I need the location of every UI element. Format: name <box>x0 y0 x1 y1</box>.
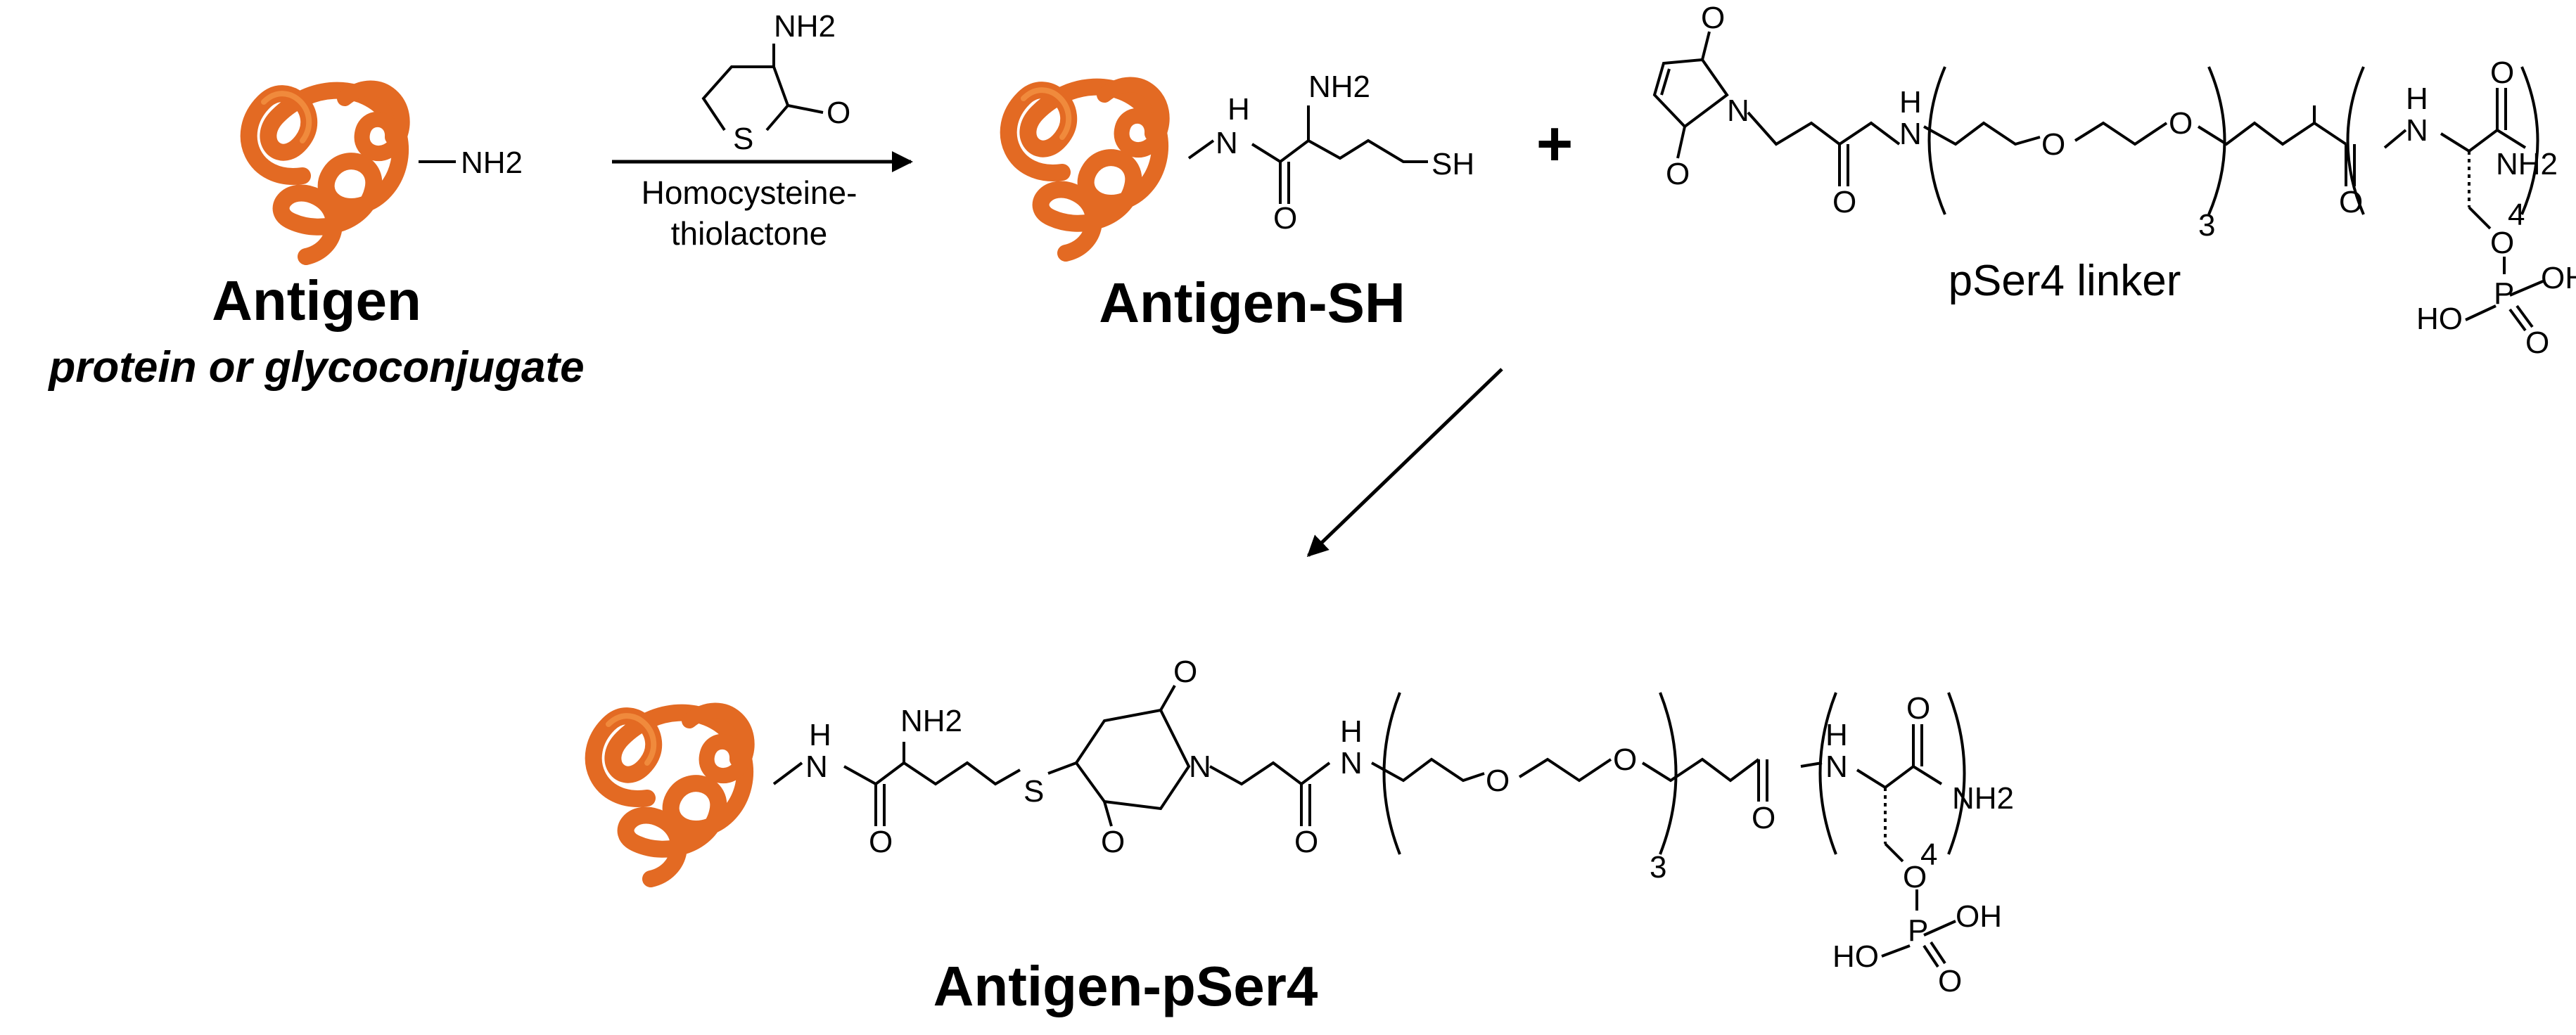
product-title: Antigen-pSer4 <box>933 955 1318 1017</box>
product-peg-repeat: 3 <box>1650 850 1666 885</box>
product-ester-o: O <box>1903 860 1927 894</box>
antigen-sh-structure <box>1187 105 1428 204</box>
reagent-sulfur-label: S <box>733 122 753 156</box>
product-phosphorus: P <box>1908 913 1928 948</box>
linker-amide-n: N <box>1899 117 1922 151</box>
antigen-pser4-structure <box>772 685 1966 968</box>
linker-maleimide-n: N <box>1727 94 1749 128</box>
linker-maleimide-o-top: O <box>1701 1 1725 35</box>
product-peg-o1: O <box>1486 764 1510 798</box>
reagent-oxygen-label: O <box>827 96 850 130</box>
antigen-sh-thiol: SH <box>1432 147 1474 181</box>
reaction-arrow-2 <box>1306 368 1503 558</box>
product-amide-n: N <box>805 750 828 784</box>
linker-amide-o: O <box>1832 185 1856 219</box>
linker-peg-o2: O <box>2169 106 2193 141</box>
linker-ester-o: O <box>2490 226 2514 260</box>
product-ser-repeat: 4 <box>1920 837 1937 872</box>
plus-sign: + <box>1536 109 1574 179</box>
linker-carbonyl-o: O <box>2339 185 2363 219</box>
product-sulfur: S <box>1024 774 1044 809</box>
antigen-sh-amine: NH2 <box>1308 70 1370 104</box>
antigen-sh-amide-h: H <box>1228 92 1250 127</box>
product-succinimide-n: N <box>1189 750 1211 784</box>
product-succinimide-o-top: O <box>1173 655 1197 689</box>
linker-ho: HO <box>2416 302 2463 336</box>
linker-oh: OH <box>2541 261 2576 295</box>
homocysteine-thiolactone-structure <box>701 44 824 131</box>
pser4-linker-structure <box>1652 31 2544 332</box>
antigen-nh2-label: NH2 <box>461 146 523 180</box>
product-amide-h: H <box>809 718 831 752</box>
linker-phosphate-o: O <box>2525 326 2549 360</box>
product-terminal-nh2: NH2 <box>1952 781 2014 816</box>
antigen-sh-title: Antigen-SH <box>1099 271 1405 334</box>
reagent-name-line1: Homocysteine- <box>642 174 857 211</box>
product-ho: HO <box>1832 939 1879 974</box>
product-phosphate-o: O <box>1938 964 1962 998</box>
product-amide-o1: O <box>869 825 893 859</box>
product-carbonyl-o: O <box>1752 801 1775 835</box>
linker-peg-o1: O <box>2041 127 2065 162</box>
antigen-pser4-protein-icon <box>594 710 747 879</box>
product-amine: NH2 <box>900 704 962 738</box>
product-peg-o2: O <box>1613 742 1637 777</box>
antigen-subtitle: protein or glycoconjugate <box>47 343 584 392</box>
antigen-sh-oxygen: O <box>1273 201 1297 236</box>
antigen-protein-icon <box>249 88 402 257</box>
linker-title: pSer4 linker <box>1949 257 2181 305</box>
product-ser-carbonyl-o: O <box>1906 691 1930 726</box>
product-oh: OH <box>1956 899 2002 934</box>
linker-ser-h: H <box>2406 82 2428 116</box>
linker-amide-h: H <box>1899 85 1922 120</box>
reagent-amine-label: NH2 <box>774 9 836 44</box>
linker-ser-n: N <box>2406 113 2428 148</box>
linker-maleimide-o-bottom: O <box>1666 157 1690 191</box>
linker-peg-repeat: 3 <box>2198 208 2215 243</box>
product-succinimide-o-bottom: O <box>1101 825 1125 859</box>
linker-ser-repeat: 4 <box>2508 198 2525 232</box>
product-ser-h: H <box>1825 718 1848 752</box>
reagent-name-line2: thiolactone <box>671 215 828 252</box>
antigen-title: Antigen <box>212 269 421 332</box>
linker-ser-carbonyl-o: O <box>2490 56 2514 90</box>
product-amide2-h: H <box>1340 714 1363 749</box>
linker-terminal-nh2: NH2 <box>2496 147 2558 181</box>
product-ser-n: N <box>1825 750 1848 784</box>
antigen-sh-protein-icon <box>1009 84 1162 253</box>
product-amide2-n: N <box>1340 746 1363 780</box>
linker-phosphorus: P <box>2494 276 2514 311</box>
antigen-nh2-group: NH2 <box>419 146 523 180</box>
antigen-sh-amide-n: N <box>1216 126 1238 160</box>
product-amide-o2: O <box>1294 825 1318 859</box>
